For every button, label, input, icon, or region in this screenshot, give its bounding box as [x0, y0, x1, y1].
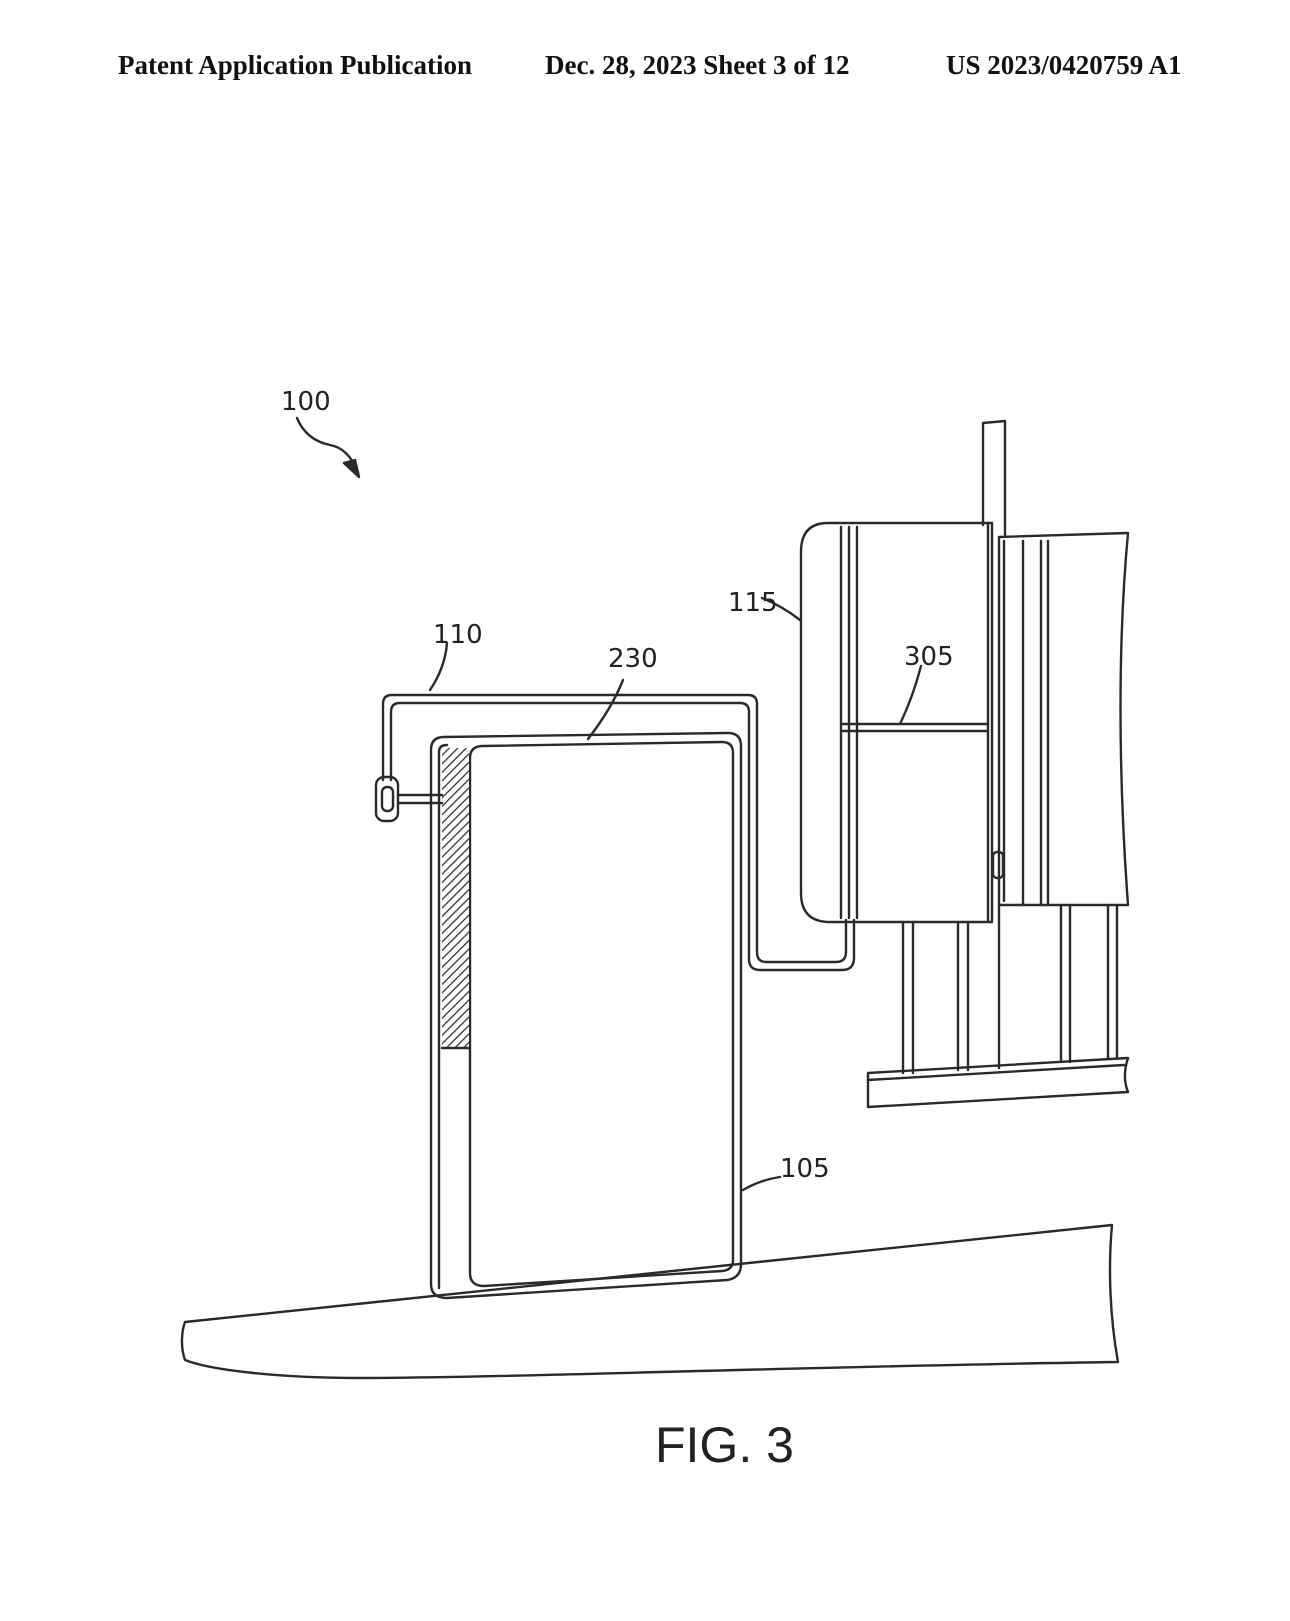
mounting-pole — [981, 419, 1007, 537]
label-115: 115 — [728, 588, 778, 618]
page-header: Patent Application Publication Dec. 28, … — [0, 50, 1290, 90]
arrowhead-100 — [342, 458, 361, 479]
right-structure — [997, 531, 1130, 907]
support-legs — [901, 903, 1119, 1075]
leader-305 — [898, 664, 923, 726]
label-105: 105 — [780, 1154, 830, 1184]
label-230: 230 — [608, 644, 658, 674]
leader-230 — [586, 678, 625, 741]
publication-title: Patent Application Publication — [118, 50, 473, 80]
ground-surface — [180, 1223, 1120, 1380]
publication-date-sheet: Dec. 28, 2023 Sheet 3 of 12 — [545, 50, 850, 80]
label-100: 100 — [281, 387, 331, 417]
label-110: 110 — [433, 620, 483, 650]
cable-110 — [374, 693, 856, 972]
leader-115 — [760, 596, 802, 622]
cabinet-105 — [429, 731, 743, 1300]
leader-105 — [741, 1175, 782, 1192]
base-platform — [866, 1056, 1130, 1109]
leader-110 — [428, 641, 449, 692]
label-305: 305 — [904, 642, 954, 672]
publication-number: US 2023/0420759 A1 — [946, 50, 1182, 80]
figure-caption: FIG. 3 — [655, 1417, 794, 1473]
